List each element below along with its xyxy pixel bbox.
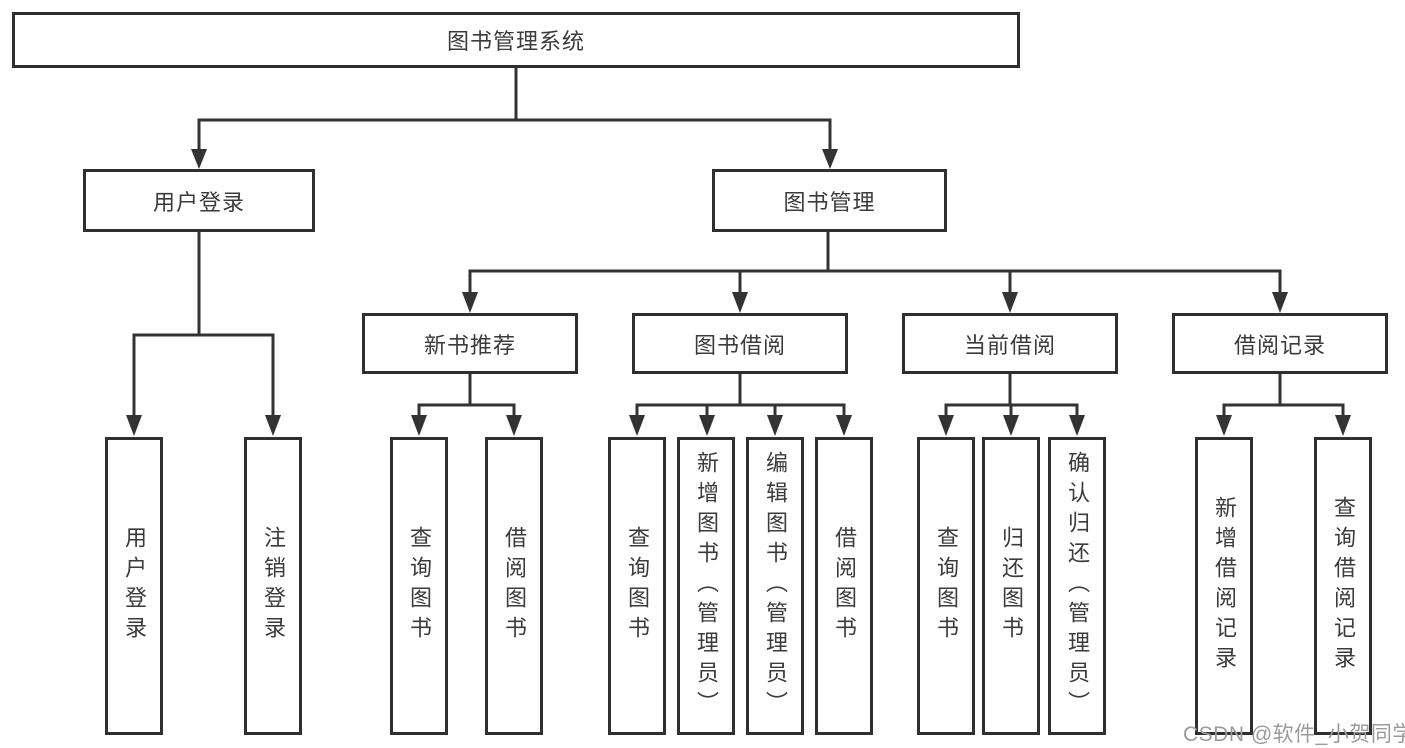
leaf-query-books-current: 查询图书 xyxy=(917,437,975,735)
leaf-borrow-books-recommend: 借阅图书 xyxy=(485,437,543,735)
node-root-system: 图书管理系统 xyxy=(12,12,1020,68)
leaf-edit-books-admin: 编辑图书（管理员） xyxy=(746,437,804,735)
leaf-add-books-admin: 新增图书（管理员） xyxy=(677,437,735,735)
leaf-logout: 注销登录 xyxy=(244,437,302,735)
node-new-book-recommend: 新书推荐 xyxy=(362,313,578,374)
node-user-login: 用户登录 xyxy=(83,169,315,232)
node-book-borrowing: 图书借阅 xyxy=(632,313,848,374)
node-book-management: 图书管理 xyxy=(712,169,947,232)
leaf-query-books-recommend: 查询图书 xyxy=(390,437,448,735)
leaf-borrow-books-borrowing: 借阅图书 xyxy=(815,437,873,735)
leaf-add-borrow-record: 新增借阅记录 xyxy=(1195,437,1253,735)
csdn-watermark: CSDN @软件_小贺同学 xyxy=(1183,723,1405,746)
node-current-borrowing: 当前借阅 xyxy=(902,313,1118,374)
node-borrowing-records: 借阅记录 xyxy=(1172,313,1388,374)
leaf-confirm-return-admin: 确认归还（管理员） xyxy=(1048,437,1106,735)
leaf-query-borrow-record: 查询借阅记录 xyxy=(1314,437,1372,735)
leaf-user-login: 用户登录 xyxy=(105,437,163,735)
leaf-query-books-borrowing: 查询图书 xyxy=(608,437,666,735)
arrowheads xyxy=(126,149,1351,436)
leaf-return-books: 归还图书 xyxy=(982,437,1040,735)
